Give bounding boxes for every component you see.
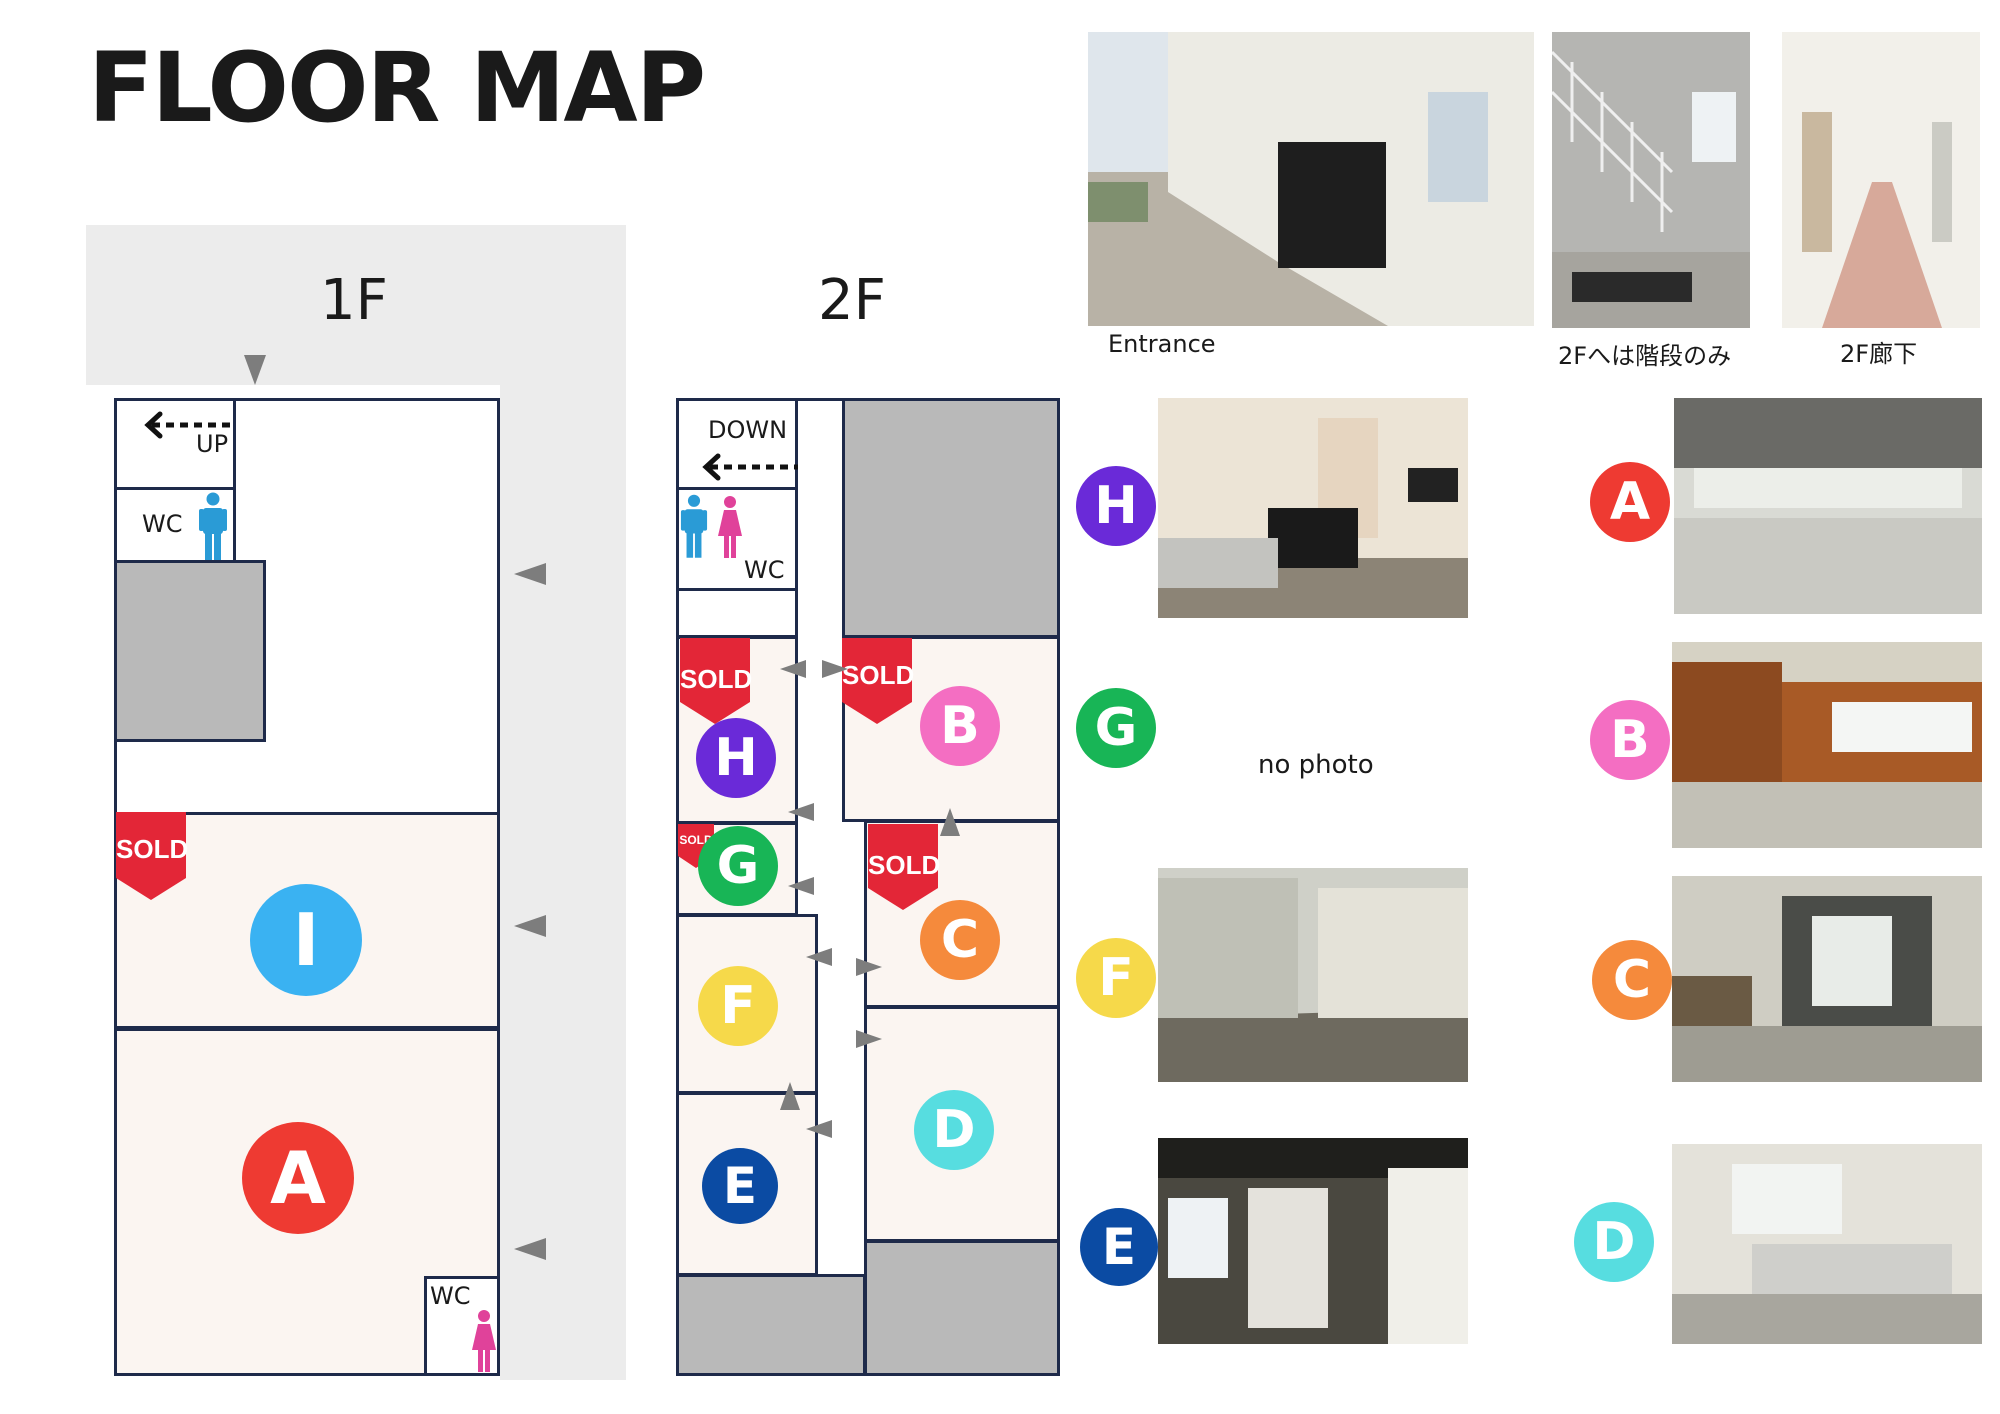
room-g-badge[interactable]: G [698,826,778,906]
down-label: DOWN [708,416,788,444]
wc-label: WC [142,510,183,538]
room-d-photo [1672,1144,1982,1344]
corridor-arrow-icon [788,803,814,821]
room-a-badge[interactable]: A [242,1122,354,1234]
photo-a-badge: A [1590,462,1670,542]
floor-1f-label: 1F [320,268,388,333]
corridor-arrow-icon [780,660,806,678]
floor-2f-small-room [676,588,798,638]
wc-label: WC [744,556,785,584]
room-e-photo [1158,1138,1468,1344]
room-a-photo [1674,398,1982,614]
photo-d-badge: D [1574,1202,1654,1282]
room-divider [117,1026,497,1028]
floor-1f-gray-block [114,560,266,742]
floor-2f-stairs [676,398,798,490]
room-b-photo [1672,642,1982,848]
room-b-badge[interactable]: B [920,686,1000,766]
photo-g-badge: G [1076,688,1156,768]
down-arrow-icon [702,453,798,481]
floor-2f-gray-bottom-right [864,1240,1060,1376]
photo-b-badge: B [1590,700,1670,780]
floor-2f-gray-top [842,398,1060,638]
sold-tag: SOLD [116,812,188,900]
men-wc-icon [680,494,708,558]
room-f-photo [1158,868,1468,1082]
women-wc-icon [472,1310,496,1372]
room-h-badge[interactable]: H [696,718,776,798]
sold-tag: SOLD [868,824,940,910]
stairs-photo [1552,32,1750,328]
photo-f-badge: F [1076,938,1156,1018]
room-f-badge[interactable]: F [698,966,778,1046]
sold-tag: SOLD [842,638,914,724]
stairs-caption: 2Fへは階段のみ [1558,342,1732,370]
corridor-arrow-icon [788,877,814,895]
corridor-arrow-icon [806,1120,832,1138]
room-i-badge[interactable]: I [250,884,362,996]
corridor-arrow-icon [514,1238,546,1260]
corridor-arrow-icon [514,915,546,937]
women-wc-icon [718,496,742,558]
men-wc-icon [199,492,227,560]
corridor-arrow-icon [856,958,882,976]
room-e-badge[interactable]: E [702,1148,778,1224]
room-h-photo [1158,398,1468,618]
room-c-photo [1672,876,1982,1082]
wc-label: WC [430,1282,471,1310]
corridor-photo [1782,32,1980,328]
photo-h-badge: H [1076,466,1156,546]
floor-1f-side-corridor [500,225,626,1380]
corridor-arrow-icon [780,1082,800,1110]
up-arrow-icon [144,411,232,439]
entrance-photo [1088,32,1534,326]
corridor-arrow-icon [806,948,832,966]
corridor-arrow-icon [856,1030,882,1048]
entrance-arrow-icon [244,355,266,385]
room-d-badge[interactable]: D [914,1090,994,1170]
no-photo-text: no photo [1258,750,1374,780]
corridor-caption: 2F廊下 [1840,340,1918,368]
photo-c-badge: C [1592,940,1672,1020]
room-c-badge[interactable]: C [920,900,1000,980]
corridor-arrow-icon [940,808,960,836]
page-title: FLOOR MAP [88,32,706,144]
entrance-caption: Entrance [1108,330,1216,358]
corridor-arrow-icon [514,563,546,585]
floor-2f-label: 2F [818,268,886,333]
photo-e-badge: E [1080,1208,1158,1286]
sold-tag: SOLD [680,638,752,724]
up-label: UP [196,430,229,458]
corridor-arrow-icon [822,660,848,678]
floor-2f-gray-bottom-left [676,1274,866,1376]
